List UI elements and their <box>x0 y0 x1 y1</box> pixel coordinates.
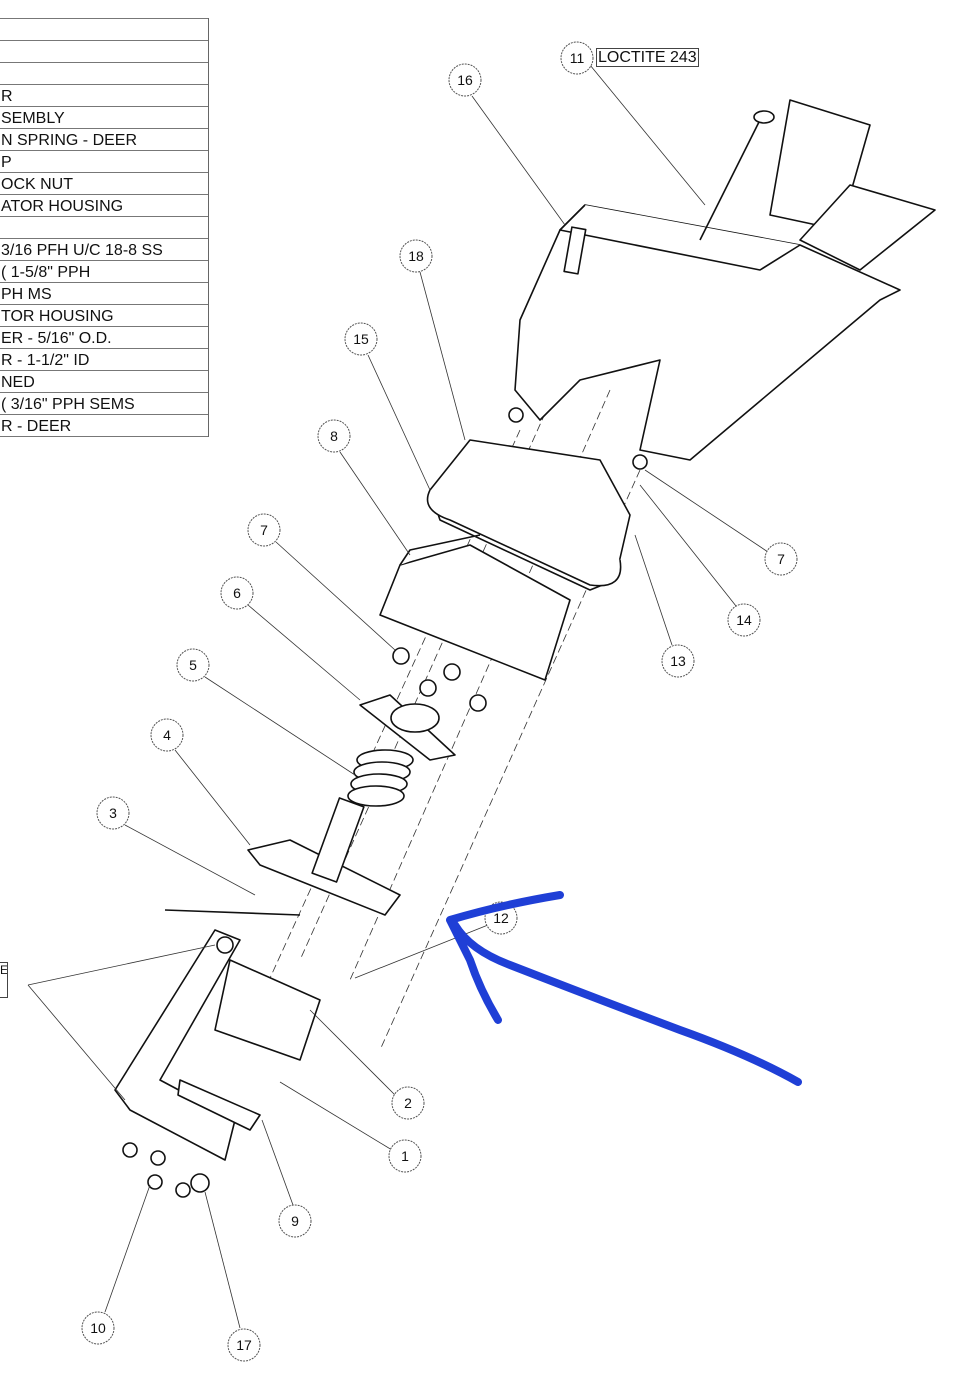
svg-text:18: 18 <box>408 248 424 264</box>
callout-10: 10 <box>81 1311 115 1345</box>
callout-4: 4 <box>150 718 184 752</box>
svg-text:4: 4 <box>163 727 171 743</box>
svg-text:15: 15 <box>353 331 369 347</box>
part-screws <box>122 1142 210 1198</box>
leader-lines <box>27 64 769 1329</box>
bom-row: P <box>0 151 208 173</box>
callout-9: 9 <box>278 1204 312 1238</box>
bom-row <box>0 63 208 85</box>
bom-row <box>0 18 208 41</box>
svg-text:12: 12 <box>493 910 509 926</box>
callout-14: 14 <box>727 603 761 637</box>
callout-17: 17 <box>227 1328 261 1362</box>
part-lock-nuts <box>392 647 487 712</box>
svg-text:1: 1 <box>401 1148 409 1164</box>
bom-row <box>0 217 208 239</box>
bom-row: NED <box>0 371 208 393</box>
callout-5: 5 <box>176 648 210 682</box>
bom-row: ( 1-5/8" PPH <box>0 261 208 283</box>
svg-text:14: 14 <box>736 612 752 628</box>
bom-row: PH MS <box>0 283 208 305</box>
bom-row: ER - 5/16" O.D. <box>0 327 208 349</box>
part-cap-and-spring <box>347 694 456 807</box>
svg-text:11: 11 <box>570 50 585 66</box>
bom-row: 3/16 PFH U/C 18-8 SS <box>0 239 208 261</box>
callout-16: 16 <box>448 63 482 97</box>
svg-text:16: 16 <box>457 72 473 88</box>
part-upper-housing <box>514 99 936 461</box>
callout-2: 2 <box>391 1086 425 1120</box>
svg-text:2: 2 <box>404 1095 412 1111</box>
callout-1: 1 <box>388 1139 422 1173</box>
svg-text:7: 7 <box>260 522 268 538</box>
callout-7-right: 7 <box>764 542 798 576</box>
bom-row: R - DEER <box>0 415 208 437</box>
svg-text:10: 10 <box>90 1320 106 1336</box>
callout-3: 3 <box>96 796 130 830</box>
bom-row: R - 1-1/2" ID <box>0 349 208 371</box>
svg-text:8: 8 <box>330 428 338 444</box>
bom-row: SEMBLY <box>0 107 208 129</box>
callout-18: 18 <box>399 239 433 273</box>
bom-row: ATOR HOUSING <box>0 195 208 217</box>
part-clamp-assembly <box>426 407 648 591</box>
svg-text:9: 9 <box>291 1213 299 1229</box>
bom-row: OCK NUT <box>0 173 208 195</box>
part-mounting-bracket <box>114 929 321 1161</box>
part-actuator-housing <box>379 534 571 681</box>
callout-6: 6 <box>220 576 254 610</box>
svg-text:13: 13 <box>670 653 686 669</box>
svg-text:3: 3 <box>109 805 117 821</box>
bom-row: TOR HOUSING <box>0 305 208 327</box>
side-label-box: E <box>0 962 8 998</box>
part-base-plate <box>164 797 401 916</box>
svg-text:6: 6 <box>233 585 241 601</box>
bom-row: ( 3/16" PPH SEMS <box>0 393 208 415</box>
callout-13: 13 <box>661 644 695 678</box>
bom-row: R <box>0 85 208 107</box>
bom-row <box>0 41 208 63</box>
hand-drawn-arrow-annotation <box>446 891 802 1086</box>
svg-text:5: 5 <box>189 657 197 673</box>
callout-15: 15 <box>344 322 378 356</box>
bom-row: N SPRING - DEER <box>0 129 208 151</box>
svg-text:17: 17 <box>236 1337 252 1353</box>
callout-11: 11 <box>560 41 594 75</box>
loctite-note: LOCTITE 243 <box>596 48 699 67</box>
callout-8: 8 <box>317 419 351 453</box>
svg-text:7: 7 <box>777 551 785 567</box>
callout-7: 7 <box>247 513 281 547</box>
